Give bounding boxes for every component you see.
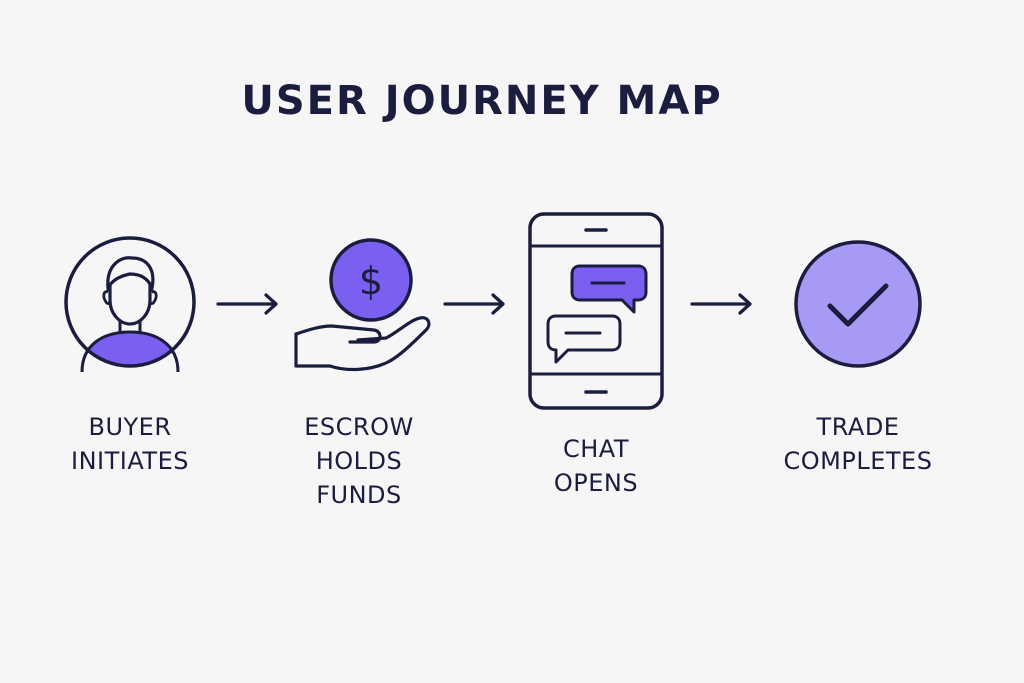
step-label-chat-opens: CHAT OPENS [553, 435, 639, 497]
hand-holding-coin-icon: $ [294, 238, 431, 372]
diagram-title: USER JOURNEY MAP [241, 78, 723, 124]
arrow-right-icon [443, 293, 505, 315]
step-label-trade-completes: TRADE COMPLETES [783, 413, 933, 475]
step-label-escrow-holds-funds: ESCROW HOLDS FUNDS [304, 413, 414, 509]
person-avatar-icon [64, 236, 196, 372]
phone-chat-icon [528, 212, 664, 410]
checkmark-circle-icon [794, 240, 922, 368]
coin-dollar-symbol: $ [359, 259, 383, 303]
arrow-right-icon [690, 293, 752, 315]
step-label-buyer-initiates: BUYER INITIATES [71, 413, 189, 475]
arrow-right-icon [216, 293, 278, 315]
